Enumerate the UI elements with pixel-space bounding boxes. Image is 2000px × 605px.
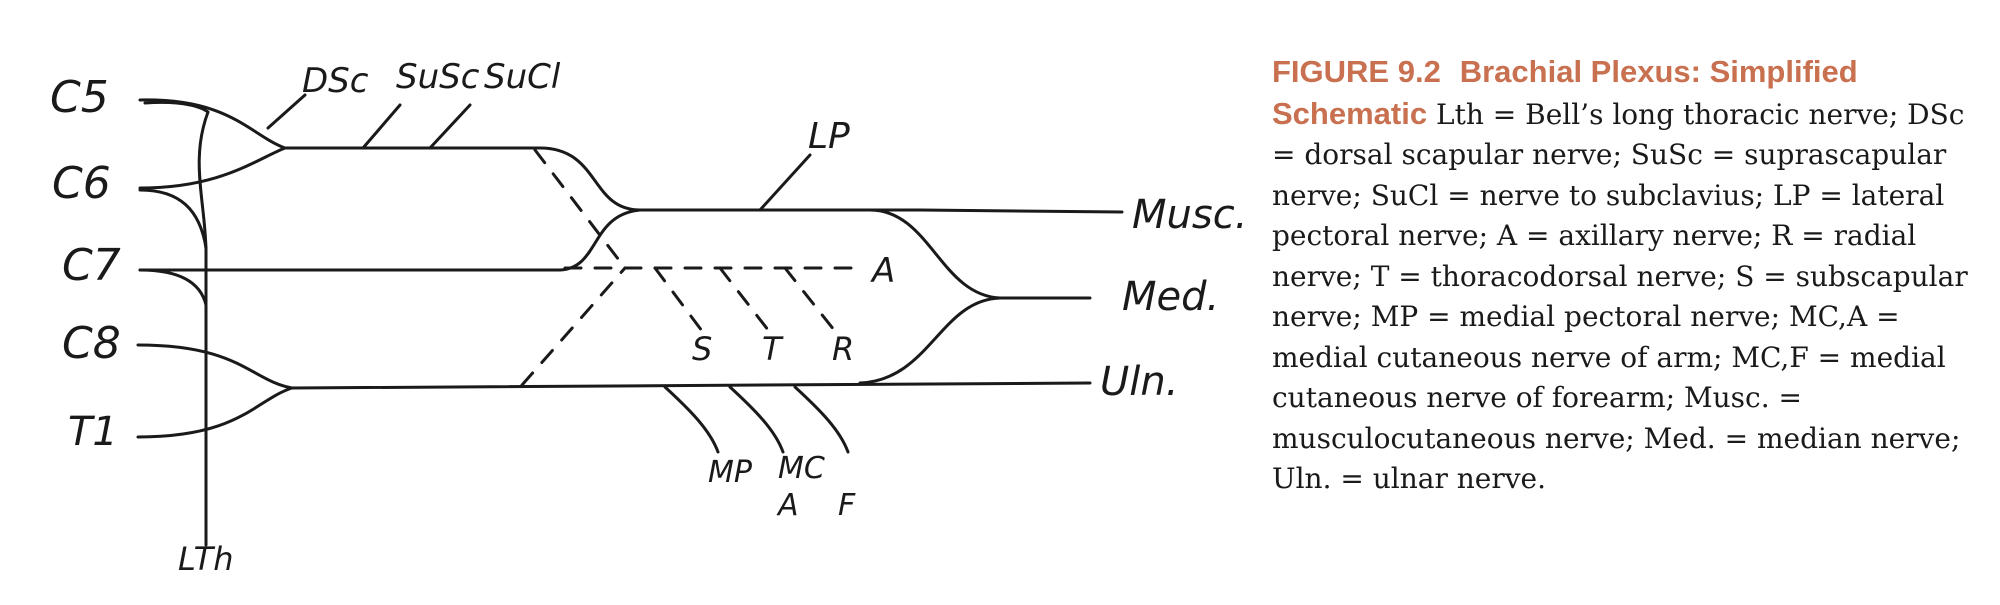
- lth-branch-c6: [138, 188, 208, 250]
- lateral-root-median: [868, 208, 1002, 300]
- medial-root-median: [858, 296, 1002, 385]
- label-s: S: [692, 330, 712, 368]
- figure-caption: FIGURE 9.2 Brachial Plexus: Simplified S…: [1272, 52, 1982, 500]
- label-mp: MP: [708, 455, 753, 490]
- label-t1: T1: [68, 409, 118, 455]
- label-dsc: DSc: [302, 61, 369, 101]
- sucl-nerve: [428, 103, 472, 150]
- t1-root: [136, 386, 294, 439]
- mcf-nerve: [793, 385, 850, 454]
- dsc-nerve: [266, 93, 307, 130]
- label-mc-f: F: [838, 488, 856, 523]
- label-c7: C7: [62, 240, 121, 291]
- label-c6: C6: [52, 158, 111, 209]
- lateral-cord-to-median: [558, 208, 642, 272]
- musculocutaneous-nerve: [918, 208, 1124, 214]
- label-musc: Musc.: [1132, 192, 1247, 238]
- label-mc: MC: [778, 451, 825, 486]
- mp-nerve: [663, 385, 720, 454]
- caption-text: Lth = Bell’s long thoracic nerve; DSc = …: [1272, 97, 1968, 496]
- susc-nerve: [361, 103, 402, 150]
- lp-nerve: [758, 153, 812, 212]
- label-t: T: [762, 330, 784, 368]
- lth-branch-c7: [138, 268, 208, 307]
- posterior-division-upper: [533, 148, 627, 270]
- lower-trunk: [290, 381, 1092, 390]
- figure-number: FIGURE 9.2: [1272, 54, 1441, 89]
- mca-nerve: [728, 385, 785, 454]
- label-c5: C5: [50, 72, 109, 123]
- lateral-cord: [538, 146, 922, 212]
- label-mc-a: A: [776, 488, 799, 523]
- c5-root: [138, 98, 287, 150]
- brachial-plexus-schematic: C5 C6 C7 C8 T1 DSc SuSc SuCl LP A S T R …: [50, 57, 1247, 578]
- label-c8: C8: [62, 318, 121, 369]
- radial-nerve: [783, 266, 840, 337]
- label-med: Med.: [1122, 274, 1219, 320]
- long-thoracic-nerve: [197, 110, 210, 547]
- label-r: R: [832, 330, 854, 368]
- c6-root: [138, 146, 287, 190]
- label-sucl: SuCl: [484, 57, 561, 97]
- posterior-division-lower: [520, 266, 627, 387]
- thoracodorsal-nerve: [718, 266, 774, 337]
- figure-title: Brachial Plexus: Simplified Schematic: [1272, 54, 1858, 131]
- lth-branch-c5: [143, 100, 210, 114]
- subscapular-nerve: [653, 266, 707, 337]
- label-uln: Uln.: [1100, 359, 1178, 405]
- label-a-axillary: A: [870, 251, 895, 291]
- label-lth: LTh: [178, 540, 233, 578]
- label-lp: LP: [808, 116, 850, 157]
- c8-root: [136, 343, 294, 390]
- label-susc: SuSc: [396, 57, 480, 97]
